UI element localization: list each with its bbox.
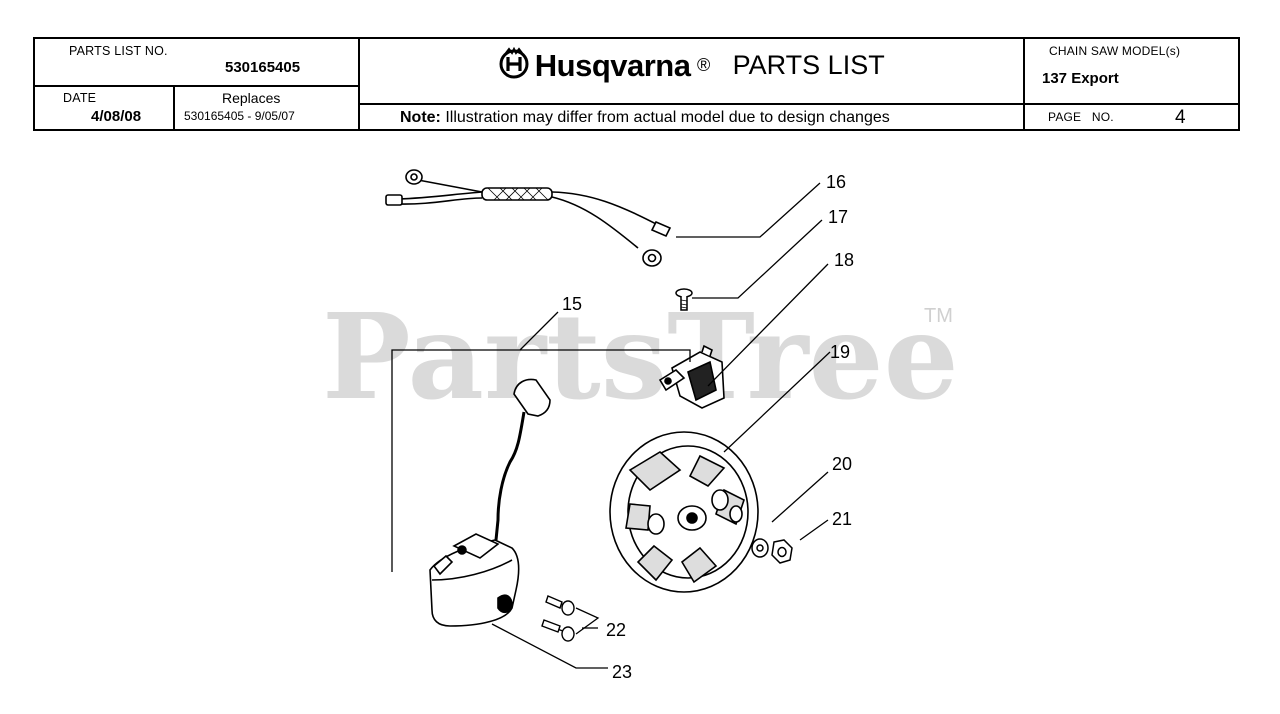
brand-cell: Husqvarna ® PARTS LIST — [360, 39, 1025, 105]
callout-19: 19 — [830, 342, 850, 362]
callout-17: 17 — [828, 207, 848, 227]
page-cell: PAGE NO. 4 — [1025, 105, 1238, 131]
nut-part-21 — [771, 539, 793, 564]
brand-name: Husqvarna — [534, 47, 691, 83]
model-value: 137 Export — [1042, 70, 1119, 87]
screws-part-22 — [541, 595, 575, 642]
registered-mark: ® — [696, 55, 711, 75]
ignition-coil-part-15 — [429, 378, 551, 627]
parts-list-no-value: 530165405 — [225, 59, 301, 76]
note-cell: Note: Illustration may differ from actua… — [360, 105, 1025, 131]
ignition-bracket-part-18 — [658, 344, 725, 409]
page-number: 4 — [1175, 107, 1186, 128]
callout-18: 18 — [834, 250, 854, 270]
parts-list-header: PARTS LIST NO. 530165405 DATE 4/08/08 Re… — [33, 37, 1240, 131]
screw-part-17 — [675, 288, 693, 311]
model-cell: CHAIN SAW MODEL(s) 137 Export — [1025, 39, 1238, 105]
callout-16: 16 — [826, 172, 846, 192]
date-label: DATE — [63, 91, 97, 105]
replaces-value: 530165405 - 9/05/07 — [184, 109, 295, 123]
note-line: Note: Illustration may differ from actua… — [400, 109, 890, 127]
partstree-watermark: PartsTree — [322, 287, 959, 426]
parts-list-number-cell: PARTS LIST NO. 530165405 — [35, 39, 360, 87]
parts-list-title: PARTS LIST — [732, 50, 885, 80]
leader-lines — [391, 182, 831, 669]
callout-20: 20 — [832, 454, 852, 474]
page-label: PAGE NO. — [1048, 110, 1114, 124]
replaces-cell: Replaces 530165405 - 9/05/07 — [175, 87, 360, 131]
note-label: Note: — [400, 109, 441, 126]
parts-list-no-label: PARTS LIST NO. — [69, 44, 168, 58]
wire-harness-part-16 — [385, 169, 672, 267]
callout-22: 22 — [606, 620, 626, 640]
note-text: Illustration may differ from actual mode… — [445, 109, 890, 126]
replaces-label: Replaces — [222, 90, 281, 106]
date-cell: DATE 4/08/08 — [35, 87, 175, 131]
flywheel-part-19 — [609, 431, 759, 593]
callout-21: 21 — [832, 509, 852, 529]
callout-23: 23 — [612, 662, 632, 682]
callout-15: 15 — [562, 294, 582, 314]
washer-part-20 — [751, 538, 769, 558]
model-label: CHAIN SAW MODEL(s) — [1049, 44, 1181, 58]
watermark-trademark: TM — [924, 305, 953, 327]
husqvarna-crown-logo-icon — [498, 46, 530, 84]
date-value: 4/08/08 — [91, 108, 142, 125]
